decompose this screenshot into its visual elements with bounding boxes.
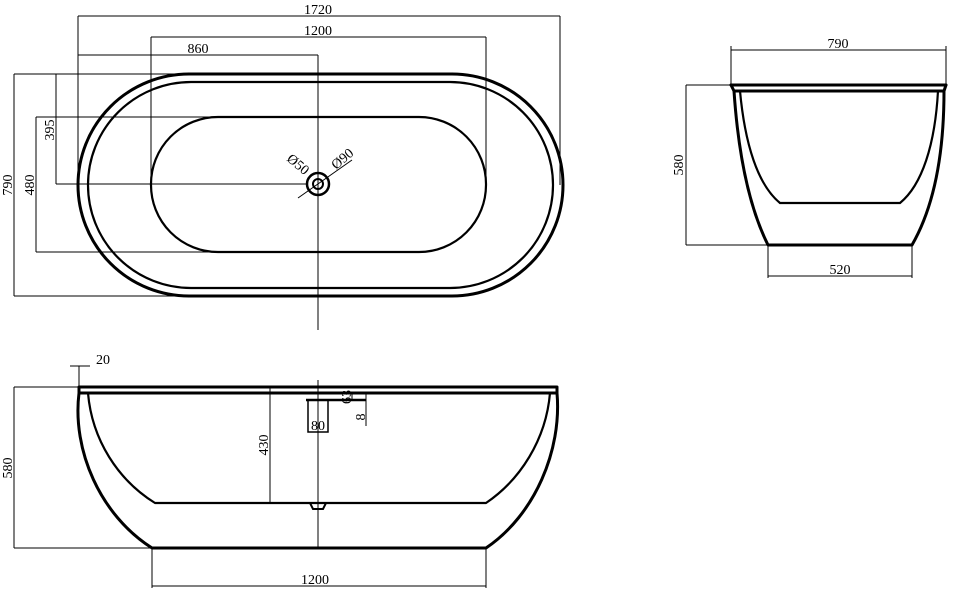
side-inner-shell	[86, 392, 552, 505]
dim-drain-offset: 860	[78, 42, 318, 57]
dim-label-side-height: 580	[1, 458, 16, 479]
dim-label-inner-length: 1200	[304, 24, 332, 39]
dim-label-overall-length: 1720	[304, 3, 332, 18]
end-inner-shell	[738, 90, 940, 205]
drain-symbol	[297, 55, 353, 330]
dim-inner-length: 1200	[150, 24, 487, 185]
dim-base-length: 1200	[151, 548, 487, 588]
dim-overall-length: 1720	[77, 3, 561, 185]
dim-end-width: 790	[730, 37, 947, 85]
dim-drain-to-edge: 395	[43, 74, 307, 185]
end-rim	[729, 83, 948, 93]
dim-inner-depth: 430	[257, 387, 272, 503]
dim-label-inner-depth: 430	[257, 435, 272, 456]
end-view: 790 580 520	[672, 37, 948, 278]
side-view: 20 580 430 63 80 8 1200	[1, 353, 560, 588]
dim-label-inner-width: 480	[23, 175, 38, 196]
dim-label-drain-small: Ø50	[283, 152, 311, 179]
side-drain-overflow	[306, 380, 367, 548]
dim-end-base: 520	[767, 245, 913, 278]
dim-label-overflow-gap: 8	[354, 414, 369, 421]
side-outer-shell	[76, 391, 560, 550]
dim-label-drain-to-edge: 395	[43, 120, 58, 141]
dim-label-overflow-height: 63	[340, 390, 355, 404]
end-outer-shell	[732, 89, 946, 247]
dim-label-end-height: 580	[672, 155, 687, 176]
dim-end-height: 580	[672, 84, 768, 246]
dim-label-overall-width: 790	[1, 175, 16, 196]
dim-label-rim-thickness: 20	[96, 353, 110, 368]
dim-label-overflow-width: 80	[311, 419, 325, 434]
dim-inner-width: 480	[23, 116, 210, 253]
dim-label-base-length: 1200	[301, 573, 329, 588]
dim-label-drain-offset: 860	[188, 42, 209, 57]
dim-rim-thickness: 20	[70, 353, 110, 393]
tub-inner-rim	[86, 80, 555, 290]
dim-label-drain-large: Ø90	[329, 146, 357, 173]
top-view: 1720 1200 860 790 480	[1, 3, 565, 330]
dim-overall-width: 790	[1, 73, 190, 297]
dim-side-height: 580	[1, 386, 152, 549]
dim-label-end-width: 790	[828, 37, 849, 52]
dim-label-end-base: 520	[830, 263, 851, 278]
